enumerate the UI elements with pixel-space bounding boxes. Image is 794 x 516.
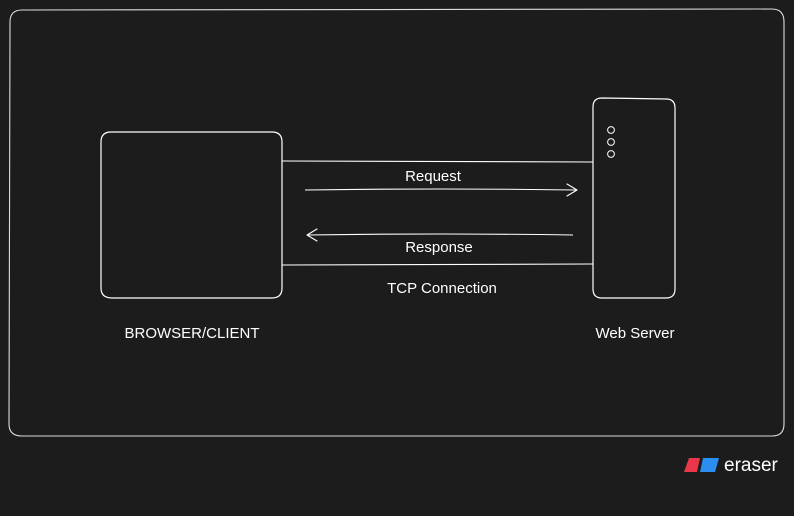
connection-line-bottom [281,263,594,266]
request-arrow [304,183,578,197]
server-indicator-dots [607,126,615,158]
connection-line-top [281,160,594,163]
client-label: BROWSER/CLIENT [124,325,259,342]
server-led-icon [607,150,615,158]
eraser-logo-blue-icon [700,458,719,472]
server-label: Web Server [596,325,675,342]
tcp-connection-label: TCP Connection [387,280,497,297]
response-arrow [306,228,574,242]
request-label: Request [405,168,462,185]
response-label: Response [405,239,473,256]
client-box[interactable] [100,131,283,299]
server-led-icon [607,126,615,134]
eraser-logo-red-icon [684,458,700,472]
diagram-frame [8,8,785,437]
server-led-icon [607,138,615,146]
eraser-logo [684,458,719,472]
server-box[interactable] [592,97,676,299]
eraser-brand-text: eraser [724,455,779,476]
